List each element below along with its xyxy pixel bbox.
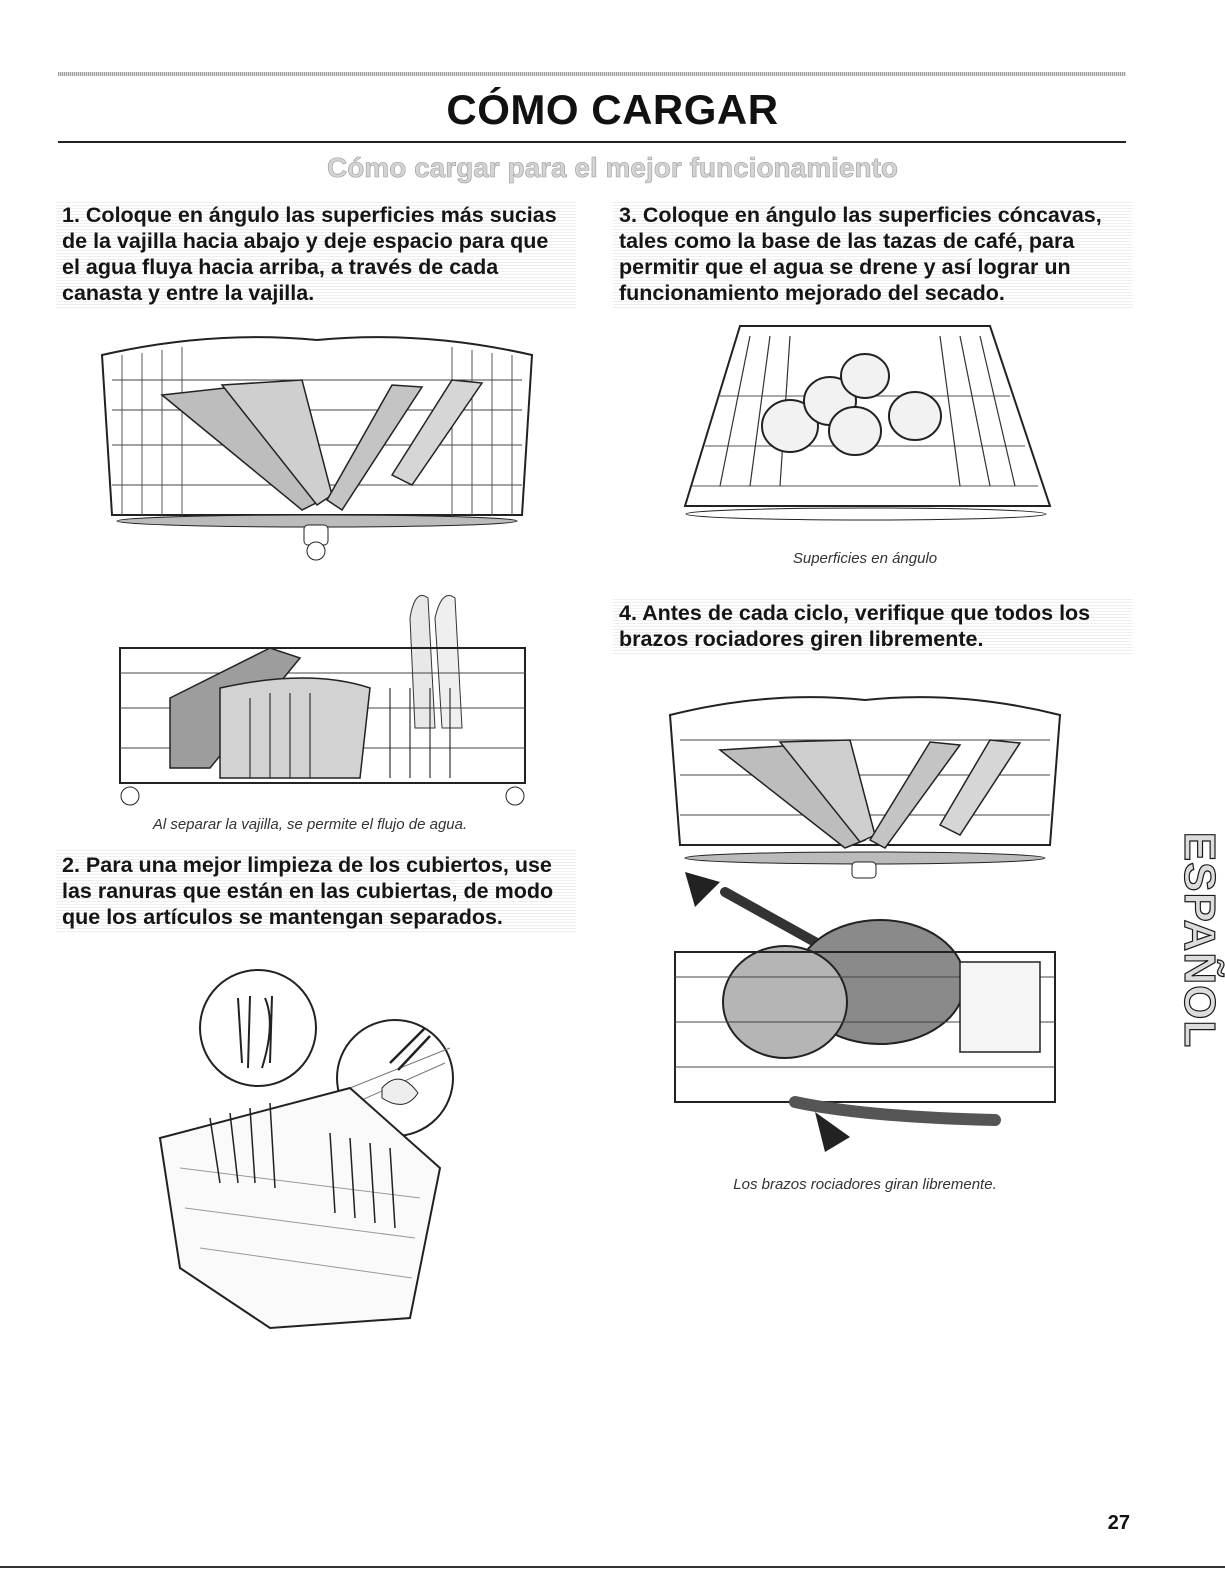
lower-rack-separated-dishes-illustration: [119, 595, 526, 806]
upper-rack-dishes-illustration: [100, 336, 534, 561]
top-decorative-rule: [58, 72, 1126, 76]
step-3-text: 3. Coloque en ángulo las superficies cón…: [613, 200, 1133, 308]
step-2-text: 2. Para una mejor limpieza de los cubier…: [56, 850, 576, 932]
page-title: CÓMO CARGAR: [446, 86, 779, 133]
caption-spray-arms: Los brazos rociadores giran libremente.: [733, 1176, 997, 1193]
section-subtitle: Cómo cargar para el mejor funcionamiento: [326, 152, 899, 184]
step-4-text: 4. Antes de cada ciclo, verifique que to…: [613, 598, 1133, 654]
caption-angled-surfaces: Superficies en ángulo: [792, 550, 938, 567]
lower-rack-spray-arm-illustration: [674, 872, 1056, 1152]
step-1-text: 1. Coloque en ángulo las superficies más…: [56, 200, 576, 308]
upper-rack-angled-cups-illustration: [683, 325, 1052, 521]
silverware-basket-illustration: [158, 969, 454, 1330]
language-side-tab: ESPAÑOL: [1173, 810, 1225, 1070]
bottom-rule: [0, 1566, 1225, 1568]
caption-separate-dishes: Al separar la vajilla, se permite el flu…: [152, 816, 468, 833]
page-number: 27: [1107, 1512, 1130, 1534]
language-side-tab-label: ESPAÑOL: [1174, 831, 1224, 1049]
title-rule: [58, 141, 1126, 143]
upper-rack-spray-arm-illustration: [668, 696, 1062, 879]
